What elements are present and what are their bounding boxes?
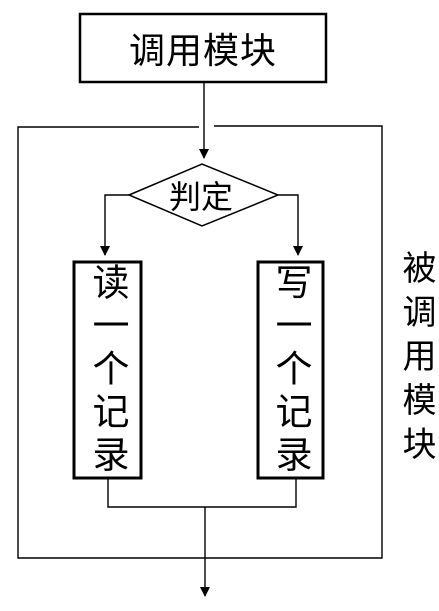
decision-label: 判定 <box>168 178 233 216</box>
merge-line <box>107 478 297 508</box>
called-module-boundary-left <box>17 125 383 559</box>
write-record-box <box>256 260 325 480</box>
caller-module-box <box>78 12 328 84</box>
read-record-label: 读一个记录 <box>86 262 129 478</box>
caller-module-label: 调用模块 <box>128 31 277 72</box>
read-record-box <box>72 260 143 480</box>
write-record-label: 写一个记录 <box>269 262 312 478</box>
decision-right-branch-line <box>278 194 303 256</box>
decision-left-branch-line <box>100 194 129 256</box>
called-module-label: 被调用模块 <box>396 250 436 470</box>
